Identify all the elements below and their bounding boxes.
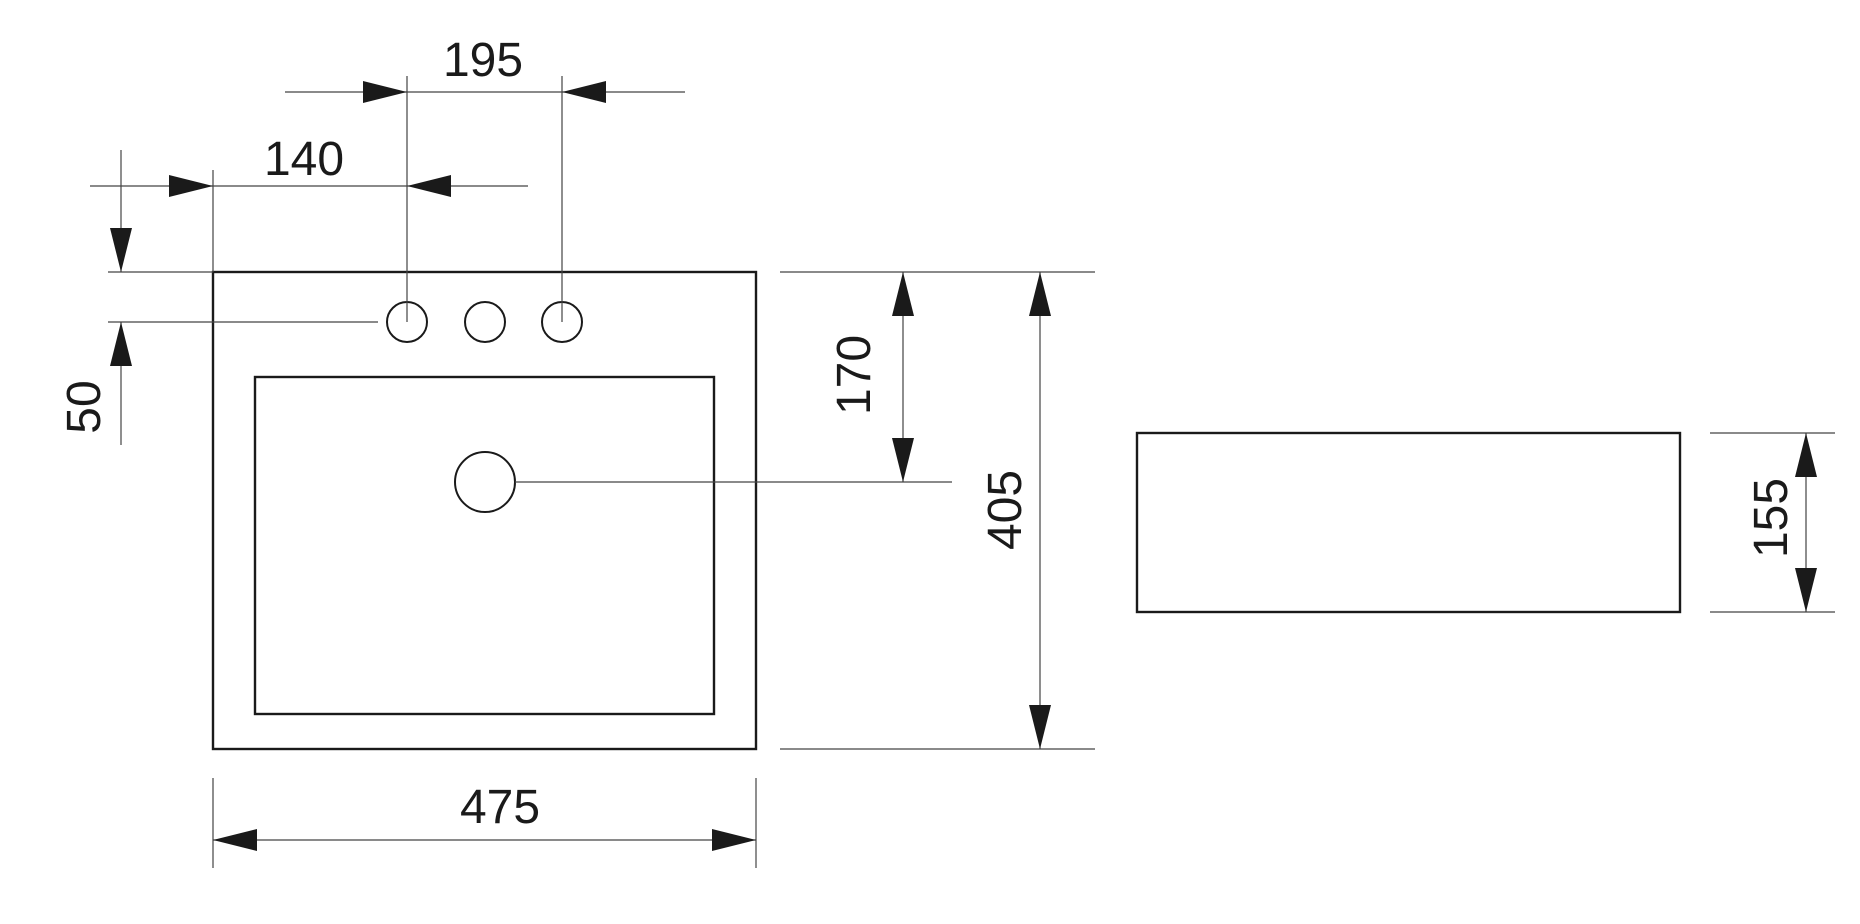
dimension-label: 195 (443, 34, 523, 87)
side-view (1135, 431, 1682, 614)
dimension-label: 50 (58, 380, 111, 433)
dimension-label: 405 (979, 470, 1032, 550)
dimension-depth: 405 (780, 272, 1095, 750)
arrowhead (407, 175, 451, 197)
basin-side-outline (1135, 431, 1682, 614)
arrowhead (1795, 433, 1817, 477)
tap-hole-center (464, 301, 506, 343)
arrowhead (169, 175, 213, 197)
dimension-label: 475 (460, 781, 540, 834)
arrowhead (213, 829, 257, 851)
arrowhead (1795, 568, 1817, 612)
dimension-tap-edge-distance: 50 (58, 150, 378, 445)
dimension-width: 475 (212, 778, 757, 868)
dimension-label: 140 (264, 133, 344, 186)
dimension-tap-spacing: 195 (285, 34, 685, 322)
dimension-height: 155 (1710, 432, 1835, 613)
drain-hole (454, 451, 516, 513)
arrowhead (363, 81, 407, 103)
dimension-label: 155 (1745, 478, 1798, 558)
arrowhead (892, 438, 914, 482)
dimension-label: 170 (828, 335, 881, 415)
top-view (211, 270, 758, 751)
dimension-tap-offset: 140 (90, 133, 528, 272)
arrowhead (712, 829, 756, 851)
arrowhead (110, 322, 132, 366)
basin-bowl-outline (253, 375, 716, 716)
basin-outer-outline (211, 270, 758, 751)
arrowhead (562, 81, 606, 103)
arrowhead (892, 272, 914, 316)
arrowhead (110, 228, 132, 272)
arrowhead (1029, 272, 1051, 316)
arrowhead (1029, 705, 1051, 749)
dimension-drain-distance: 170 (515, 271, 1095, 483)
